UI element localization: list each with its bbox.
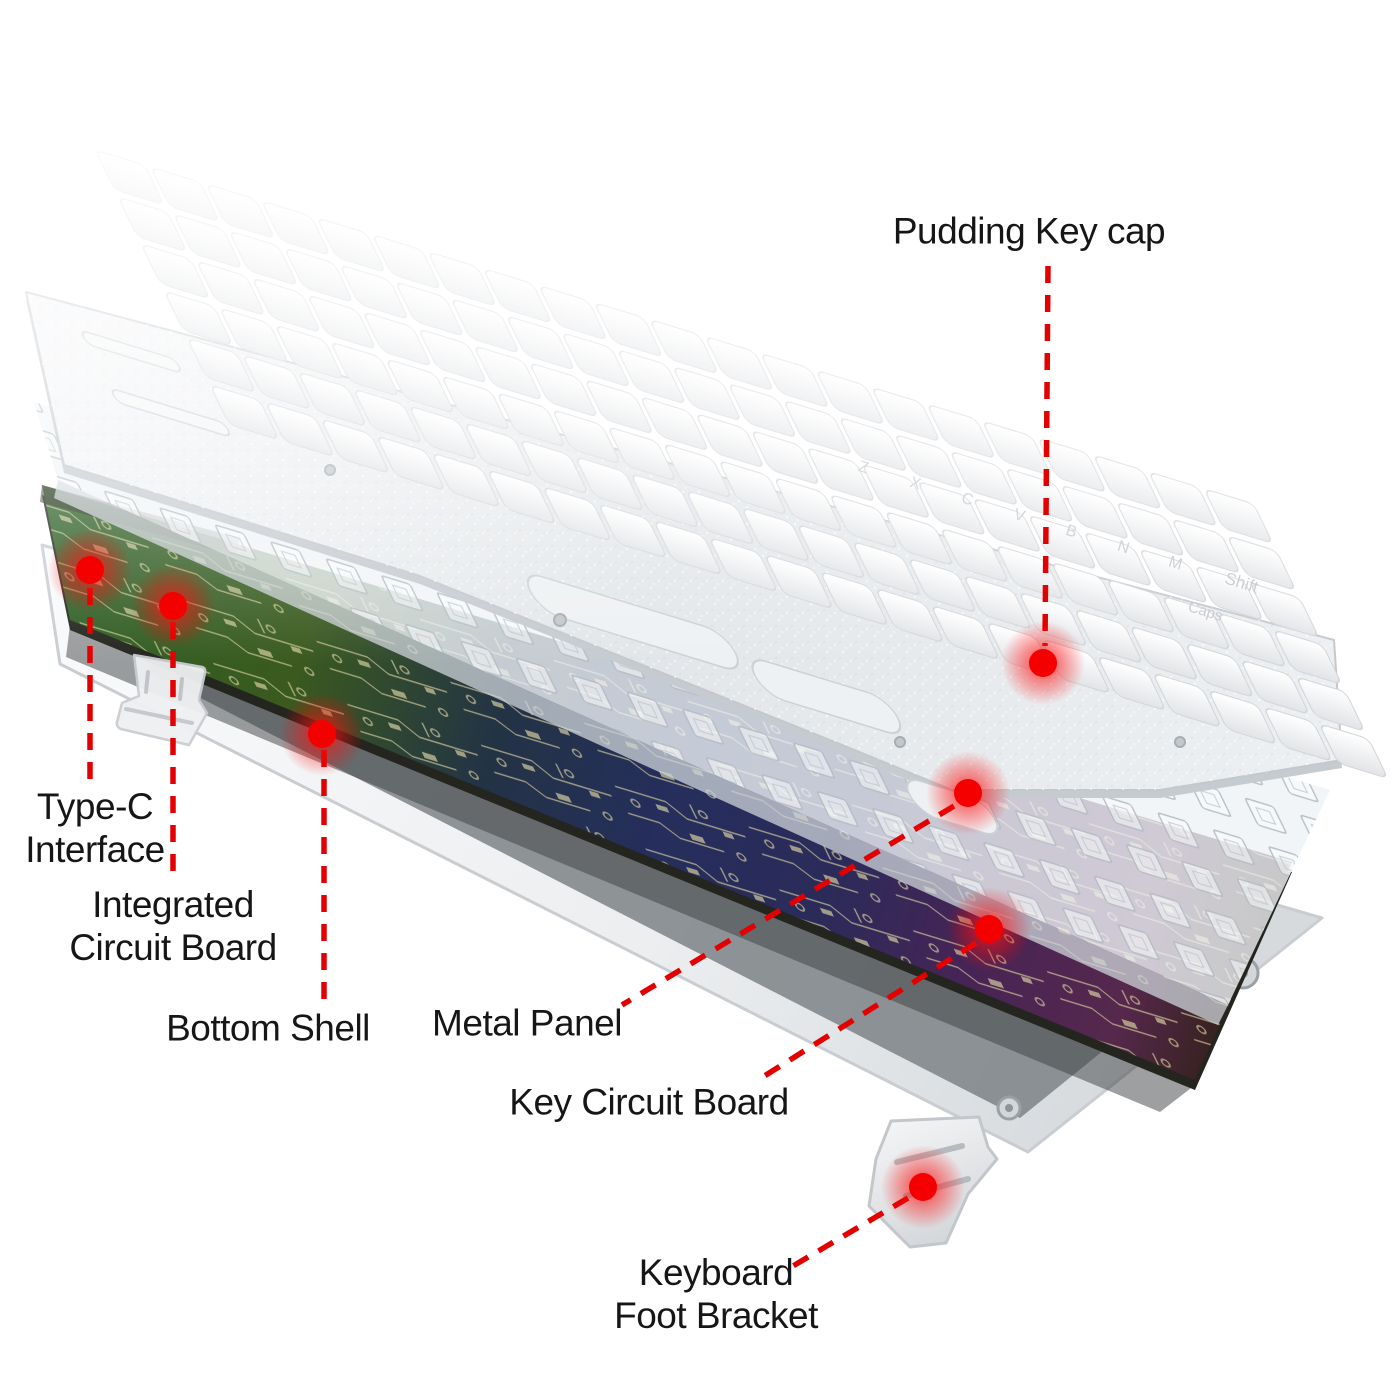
label-metal-panel: Metal Panel	[432, 1002, 622, 1045]
callout-dot-key-circuit-board	[975, 915, 1003, 943]
label-line: Bottom Shell	[166, 1007, 370, 1049]
callout-line-keyboard-foot-bracket	[791, 1195, 910, 1269]
callout-dot-metal-panel	[954, 779, 982, 807]
callout-dots	[48, 528, 1085, 1229]
label-type-c-interface: Type-C Interface	[25, 785, 165, 871]
label-key-circuit-board: Key Circuit Board	[509, 1081, 789, 1124]
keycap	[1320, 724, 1386, 778]
callout-dot-bottom-shell	[308, 720, 336, 748]
label-line: Keyboard	[638, 1252, 794, 1293]
keycap	[1297, 677, 1363, 731]
label-integrated-circuit-board: Integrated Circuit Board	[69, 883, 277, 969]
label-line: Circuit Board	[69, 927, 277, 968]
label-line: Interface	[25, 829, 165, 870]
label-bottom-shell: Bottom Shell	[166, 1007, 370, 1050]
callout-dot-type-c-interface	[76, 556, 104, 584]
label-line: Foot Bracket	[614, 1295, 818, 1336]
keycap	[1265, 708, 1331, 761]
label-keyboard-foot-bracket: Keyboard Foot Bracket	[614, 1251, 818, 1337]
label-line: Type-C	[36, 786, 154, 827]
label-pudding-key-cap: Pudding Key cap	[892, 210, 1166, 253]
callout-dot-pudding-key-cap	[1029, 649, 1057, 677]
label-line: Metal Panel	[432, 1002, 622, 1044]
callout-line-metal-panel	[620, 803, 956, 1008]
label-line: Integrated	[92, 884, 254, 925]
callout-line-pudding-key-cap	[1042, 265, 1051, 647]
label-line: Pudding Key cap	[892, 210, 1166, 252]
foot-bracket-left-ridges	[124, 670, 194, 725]
label-line: Key Circuit Board	[509, 1081, 789, 1123]
white-wash-overlay	[0, 0, 1400, 680]
callout-dot-keyboard-foot-bracket	[909, 1173, 937, 1201]
foot-bracket-left	[115, 653, 209, 747]
callout-dot-integrated-circuit-board	[159, 592, 187, 620]
callout-line-key-circuit-board	[756, 940, 978, 1083]
callout-annotations	[87, 265, 1051, 1269]
keycap	[1154, 674, 1220, 727]
keycap	[1210, 691, 1276, 744]
